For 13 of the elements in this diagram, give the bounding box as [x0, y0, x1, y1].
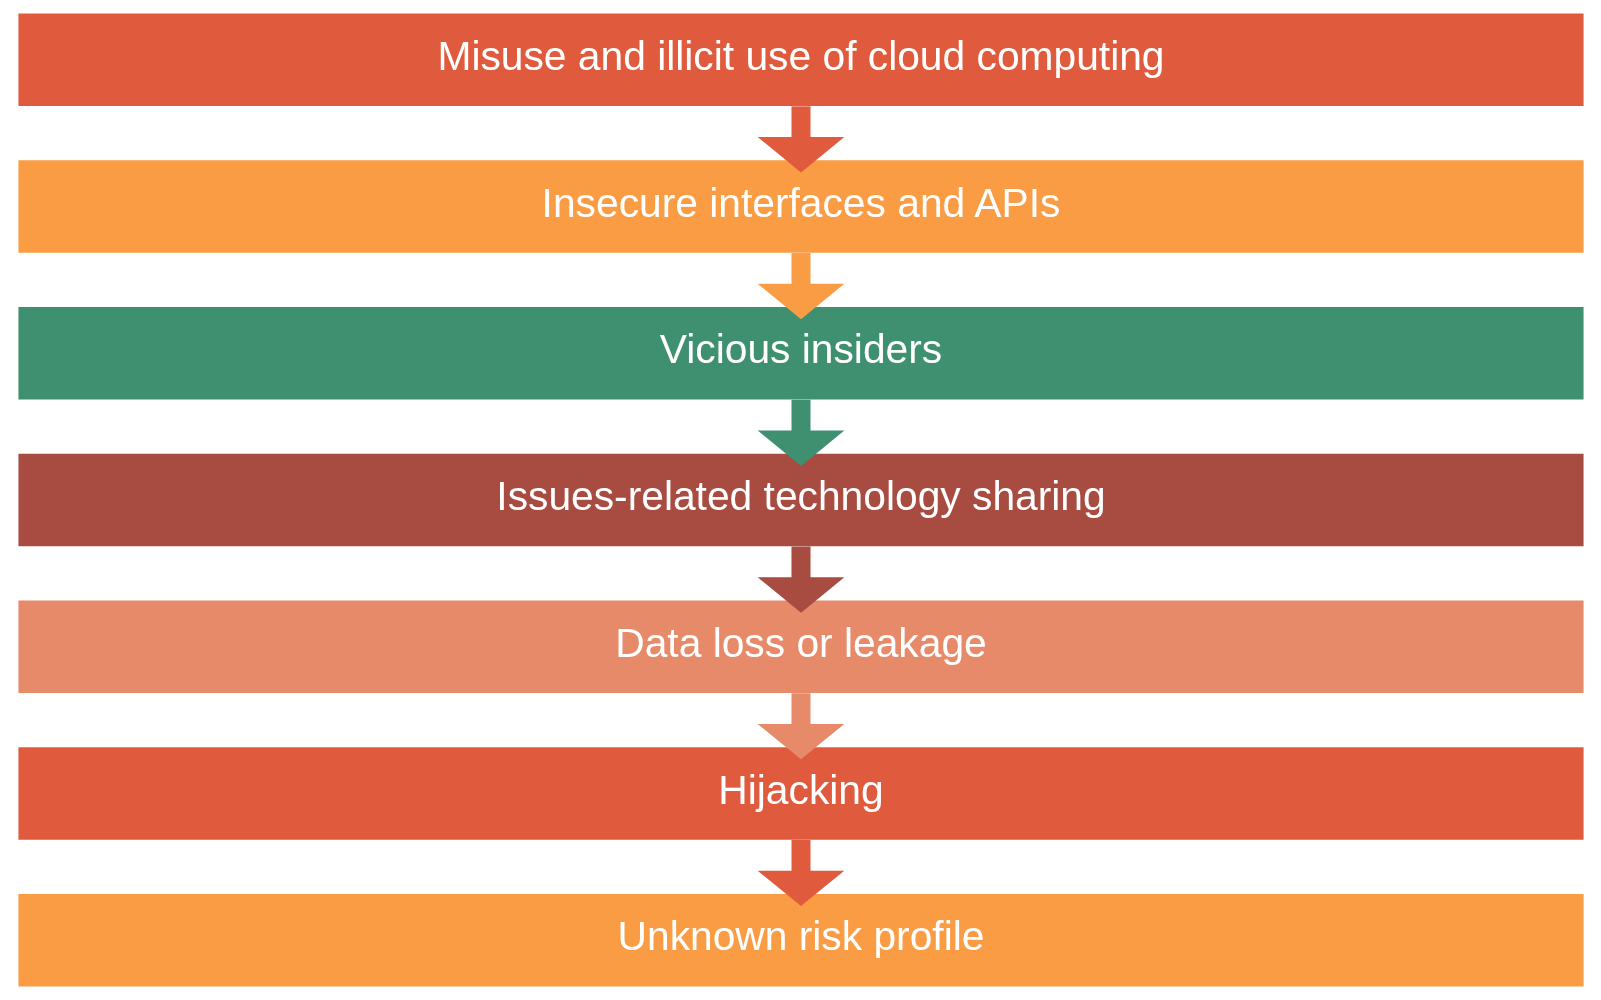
node-box: Misuse and illicit use of cloud computing	[17, 13, 1584, 106]
arrow	[757, 546, 844, 613]
arrow	[757, 253, 844, 320]
node-box: Unknown risk profile	[17, 894, 1584, 987]
arrow	[757, 693, 844, 760]
node-box: Data loss or leakage	[17, 600, 1584, 693]
node-box: Insecure interfaces and APIs	[17, 160, 1584, 253]
arrow	[757, 106, 844, 173]
node-box: Issues-related technology sharing	[17, 453, 1584, 547]
node-box: Hijacking	[17, 747, 1584, 840]
node-box: Vicious insiders	[17, 307, 1584, 400]
arrow	[757, 840, 844, 907]
arrow	[757, 399, 844, 466]
